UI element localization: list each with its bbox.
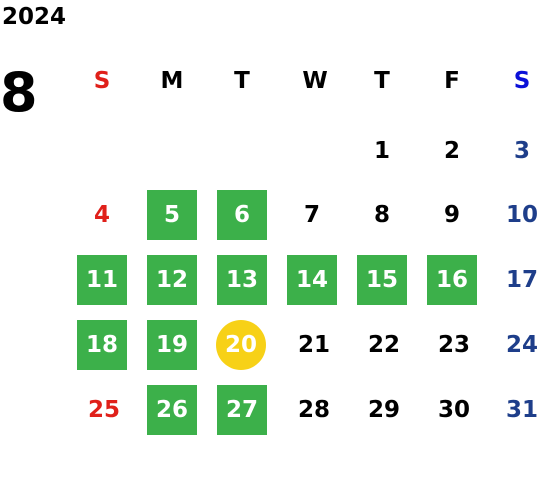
day-cell[interactable]: 7 [303,202,320,228]
day-cell[interactable]: 22 [367,332,400,358]
day-cell-highlighted[interactable]: 26 [147,385,197,435]
day-cell-today[interactable]: 20 [216,320,266,370]
day-cell-highlighted[interactable]: 15 [357,255,407,305]
weekday-thursday: T [374,68,390,94]
day-cell-highlighted[interactable]: 18 [77,320,127,370]
day-cell[interactable]: 23 [437,332,470,358]
day-cell[interactable]: 10 [505,202,538,228]
day-cell-highlighted[interactable]: 16 [427,255,477,305]
day-cell[interactable]: 4 [93,202,110,228]
day-cell-highlighted[interactable]: 14 [287,255,337,305]
day-cell-highlighted[interactable]: 19 [147,320,197,370]
weekday-tuesday: T [234,68,250,94]
day-cell-highlighted[interactable]: 11 [77,255,127,305]
day-cell[interactable]: 24 [505,332,538,358]
day-cell[interactable]: 17 [505,267,538,293]
day-cell[interactable]: 31 [505,397,538,423]
calendar-year: 2024 [2,4,67,30]
day-cell[interactable]: 3 [513,138,530,164]
day-cell[interactable]: 2 [443,138,460,164]
weekday-wednesday: W [302,68,328,94]
day-cell[interactable]: 29 [367,397,400,423]
weekday-sunday: S [93,68,111,94]
weekday-monday: M [160,68,184,94]
day-cell[interactable]: 30 [437,397,470,423]
day-cell-highlighted[interactable]: 12 [147,255,197,305]
day-cell[interactable]: 1 [373,138,390,164]
day-cell[interactable]: 28 [297,397,330,423]
day-cell[interactable]: 9 [443,202,460,228]
day-cell-highlighted[interactable]: 13 [217,255,267,305]
day-cell[interactable]: 21 [297,332,330,358]
weekday-friday: F [444,68,460,94]
day-cell-highlighted[interactable]: 6 [217,190,267,240]
calendar-month: 8 [0,61,38,124]
day-cell[interactable]: 8 [373,202,390,228]
day-cell-highlighted[interactable]: 27 [217,385,267,435]
day-cell[interactable]: 25 [87,397,120,423]
day-cell-highlighted[interactable]: 5 [147,190,197,240]
weekday-saturday: S [513,68,531,94]
